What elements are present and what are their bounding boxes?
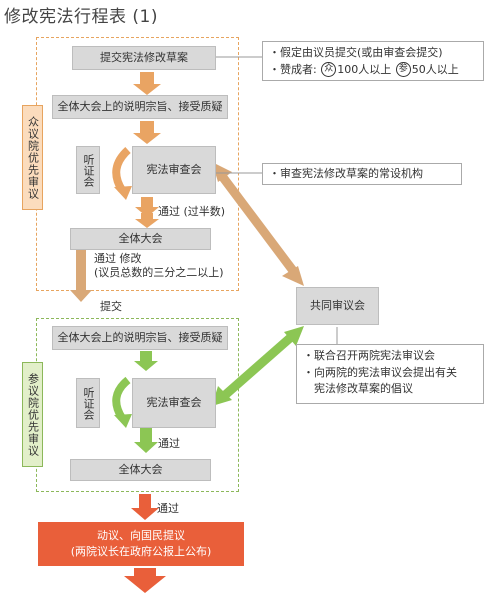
upper-pass-label: 通过 bbox=[158, 437, 180, 450]
arrow-submit-to-upper bbox=[70, 250, 92, 302]
arrow-lower-committee-joint bbox=[218, 173, 298, 275]
lower-explain-box: 全体大会上的说明宗旨、接受质疑 bbox=[52, 95, 228, 119]
arrow-joint-upper-committee bbox=[221, 334, 293, 400]
lower-pass-label: 通过 (过半数) bbox=[158, 205, 226, 218]
lower-hearing-box: 听证会 bbox=[76, 146, 100, 194]
final-pass-label: 通过 bbox=[157, 502, 179, 515]
upper-plenary-box: 全体大会 bbox=[70, 459, 211, 481]
committee-note: ・审查宪法修改草案的常设机构 bbox=[262, 163, 462, 185]
arrow-upper-committee-to-plenary bbox=[134, 428, 158, 453]
arrow-pass-to-plenary bbox=[135, 213, 159, 228]
lower-house-circle: 众 bbox=[321, 62, 337, 77]
arrow-final-down bbox=[124, 568, 166, 593]
lower-committee-box: 宪法审查会 bbox=[132, 146, 216, 194]
submit-draft-box: 提交宪法修改草案 bbox=[72, 46, 216, 70]
upper-explain-box: 全体大会上的说明宗旨、接受质疑 bbox=[52, 326, 228, 350]
joint-note-line2b: 宪法修改草案的倡议 bbox=[314, 382, 413, 395]
arrow-submit-to-explain bbox=[133, 72, 161, 95]
lower-plenary-box: 全体大会 bbox=[70, 228, 211, 250]
joint-deliberation-box: 共同审议会 bbox=[296, 287, 379, 325]
page-title: 修改宪法行程表 (1) bbox=[4, 7, 158, 27]
lower-house-tag: 众议院优先审议 bbox=[22, 105, 43, 210]
curved-arrow-hearing-lower bbox=[112, 147, 131, 193]
upper-hearing-box: 听证会 bbox=[76, 378, 100, 428]
lower-pass-amend-line2: (议员总数的三分之二以上) bbox=[94, 266, 224, 279]
joint-note-line2a: ・向两院的宪法审议会提出有关 bbox=[303, 365, 457, 379]
arrow-committee-to-pass bbox=[135, 197, 159, 217]
curved-arrow-hearing-upper bbox=[112, 376, 131, 421]
arrow-upper-explain-to-committee bbox=[134, 351, 158, 371]
submit-note-line1: ・假定由议员提交(或由审查会提交) bbox=[269, 46, 443, 59]
arrow-explain-to-committee bbox=[133, 121, 161, 144]
upper-house-circle: 参 bbox=[395, 62, 411, 77]
upper-committee-box: 宪法审查会 bbox=[132, 378, 216, 428]
upper-house-tag: 参议院优先审议 bbox=[22, 362, 43, 467]
final-line2: (两院议长在政府公报上公布) bbox=[70, 545, 212, 558]
submit-label: 提交 bbox=[100, 300, 122, 313]
joint-note-line1: ・联合召开两院宪法审议会 bbox=[303, 349, 435, 362]
lower-pass-amend-line1: 通过 修改 bbox=[94, 252, 142, 265]
final-proposal-box: 动议、向国民提议 (两院议长在政府公报上公布) bbox=[38, 522, 244, 566]
final-line1: 动议、向国民提议 bbox=[97, 528, 185, 542]
joint-note: ・联合召开两院宪法审议会 ・向两院的宪法审议会提出有关 宪法修改草案的倡议 bbox=[296, 344, 484, 404]
arrow-plenary-to-final bbox=[131, 494, 159, 520]
